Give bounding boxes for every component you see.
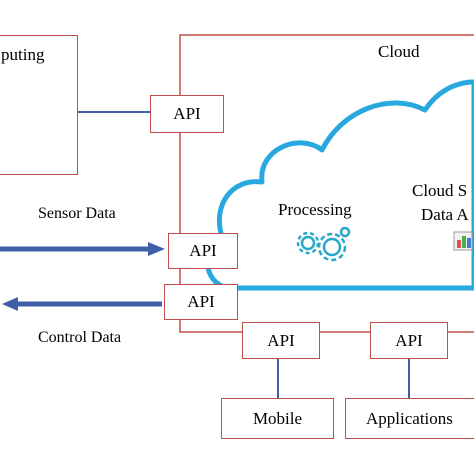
- api-box-bottom-left-label: API: [267, 330, 295, 350]
- api-box-bottom-left: API: [242, 322, 320, 359]
- sensor-data-arrow: [0, 242, 165, 256]
- api-box-sensor: API: [168, 233, 238, 269]
- mobile-label: Mobile: [252, 408, 303, 428]
- cloud-frame: [179, 34, 474, 333]
- sensor-data-label: Sensor Data: [38, 205, 116, 222]
- api-box-bottom-right: API: [370, 322, 448, 359]
- mobile-box: Mobile: [221, 398, 334, 439]
- storage-icon: [453, 231, 473, 251]
- api-box-control: API: [164, 284, 238, 320]
- control-data-label: Control Data: [38, 329, 122, 346]
- control-data-arrow: [2, 297, 162, 311]
- processing-gears-icon: [296, 226, 351, 262]
- cloud-storage-label-2: Data A: [421, 205, 469, 224]
- applications-box: Applications: [345, 398, 474, 439]
- applications-label: Applications: [366, 408, 453, 428]
- api-box-top-label: API: [173, 104, 201, 123]
- api-box-control-label: API: [187, 292, 215, 311]
- processing-label: Processing: [278, 200, 352, 219]
- api-box-bottom-right-label: API: [395, 330, 423, 350]
- api-box-top: API: [150, 95, 224, 133]
- api-box-sensor-label: API: [189, 241, 217, 260]
- computing-box: puting: [0, 35, 78, 175]
- cloud-title: Cloud: [378, 42, 420, 61]
- computing-box-title: puting: [1, 45, 45, 64]
- cloud-storage-label-1: Cloud S: [412, 181, 468, 200]
